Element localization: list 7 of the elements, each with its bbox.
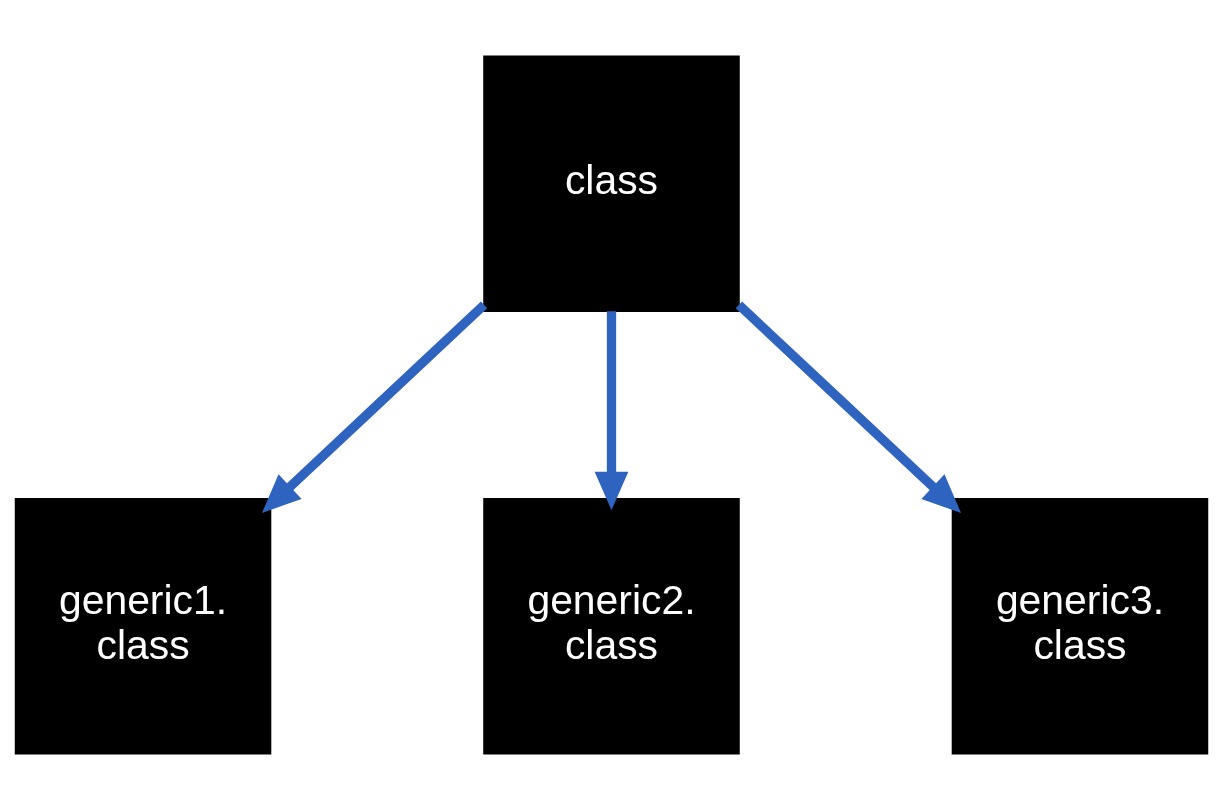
arrow [735, 301, 962, 513]
arrow [261, 301, 488, 513]
node-box: generic3. class [951, 497, 1209, 755]
arrow [594, 311, 629, 511]
node-box: generic2. class [483, 497, 740, 755]
node-box: generic1. class [14, 497, 272, 755]
node-box: class [483, 55, 740, 313]
